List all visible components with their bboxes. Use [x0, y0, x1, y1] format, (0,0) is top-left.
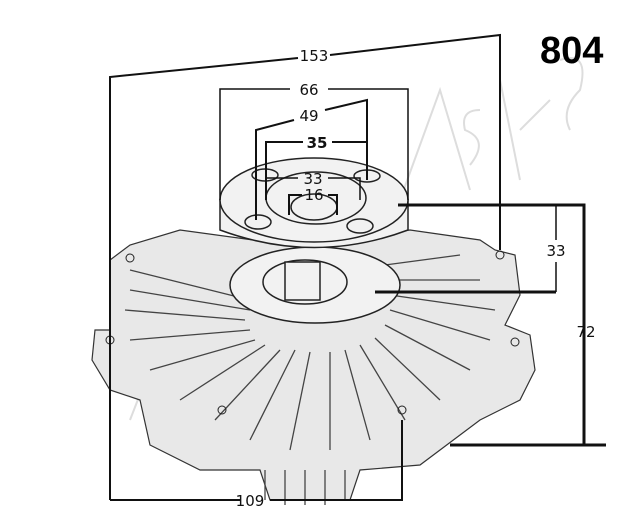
dim-bolt-spacing: 35: [307, 134, 328, 152]
dim-total-height: 72: [576, 323, 595, 341]
dim-overall-width: 153: [300, 47, 329, 65]
dim-hub-diameter: 66: [299, 81, 318, 99]
dim-bore-inner: 16: [304, 186, 323, 204]
dim-bore-outer: 33: [303, 170, 322, 188]
dim-hub-height: 33: [546, 242, 565, 260]
part-code: 804: [540, 30, 604, 72]
fan-clutch-body: [91, 157, 536, 505]
dim-bolt-circle: 49: [299, 107, 318, 125]
dim-base-width: 109: [236, 492, 265, 510]
dimension-lines: [109, 33, 606, 501]
